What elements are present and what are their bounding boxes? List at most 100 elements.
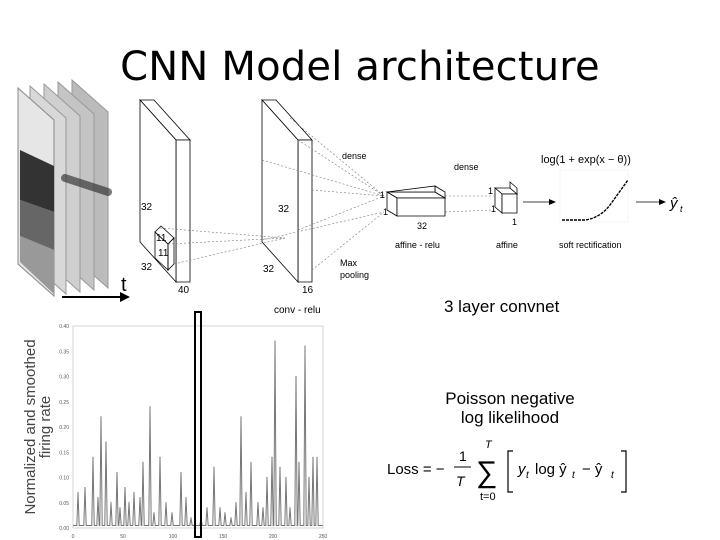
peak-point — [250, 461, 252, 463]
conv-height-label: 32 — [278, 204, 290, 215]
peak-point — [219, 507, 221, 509]
chart-y-ticks: 0.000.050.100.150.200.250.300.350.40 — [59, 324, 69, 532]
affine-label: affine — [496, 240, 518, 250]
loss-lhs: Loss = − — [387, 461, 445, 478]
peak-point — [289, 507, 291, 509]
peak-point — [139, 497, 141, 499]
peak-point — [213, 466, 215, 468]
y-tick-label: 0.30 — [59, 375, 69, 381]
dense1-units: 32 — [417, 221, 427, 231]
peak-point — [100, 416, 102, 418]
peak-point — [262, 507, 264, 509]
sum-bottom: t=0 — [480, 491, 496, 503]
peak-point — [279, 466, 281, 468]
flow-arrows — [523, 199, 666, 205]
peak-point — [149, 406, 151, 408]
peak-point — [97, 497, 99, 499]
peak-point — [92, 456, 94, 458]
peak-point — [224, 512, 226, 514]
sum-top: T — [485, 439, 493, 451]
loss-log-sub: t — [572, 470, 576, 481]
peak-point — [119, 507, 121, 509]
y-tick-label: 0.35 — [59, 349, 69, 355]
chart-axes — [72, 325, 324, 529]
loss-title-line2: log likelihood — [460, 408, 560, 427]
peak-point — [312, 456, 314, 458]
y-tick-label: 0.25 — [59, 400, 69, 406]
loss-minus: − ŷ — [582, 461, 603, 478]
peak-point — [190, 517, 192, 519]
peak-point — [271, 456, 273, 458]
peak-point — [133, 492, 135, 494]
peak-point — [266, 476, 268, 479]
peak-point — [165, 502, 167, 504]
peak-point — [124, 487, 126, 489]
dense2-units: 1 — [512, 217, 517, 227]
max-pooling-label-1: Max — [340, 258, 358, 268]
peak-point — [257, 502, 259, 504]
loss-minus-sub: t — [611, 470, 615, 481]
soft-rect-label: soft rectification — [559, 240, 622, 250]
peak-point — [116, 471, 118, 474]
kernel-label-b: 11 — [158, 248, 169, 259]
conv-depth-label: 40 — [178, 285, 190, 296]
peak-point — [274, 340, 276, 342]
input-width-label: 32 — [141, 262, 153, 273]
conv-width-label: 32 — [263, 264, 275, 275]
y-tick-label: 0.20 — [59, 425, 69, 431]
x-tick-label: 150 — [219, 534, 228, 540]
loss-title: Poisson negative log likelihood — [420, 389, 600, 427]
dense1-in-b: 1 — [383, 207, 388, 217]
input-height-label: 32 — [141, 202, 153, 213]
firing-rate-line — [73, 341, 323, 526]
chart-frame — [72, 325, 324, 529]
y-tick-label: 0.05 — [59, 501, 69, 507]
peak-point — [298, 461, 300, 463]
time-label: t — [121, 274, 127, 296]
loss-log: log ŷ — [535, 461, 567, 478]
peak-point — [230, 517, 232, 519]
output-symbol: ŷ — [669, 195, 679, 212]
peak-point — [285, 476, 287, 479]
x-tick-label: 200 — [269, 534, 278, 540]
loss-title-line1: Poisson negative — [445, 389, 575, 408]
peak-point — [295, 375, 297, 378]
peak-point — [304, 345, 306, 347]
loss-body: y — [517, 461, 527, 478]
peak-point — [84, 487, 86, 489]
peak-point — [77, 492, 79, 494]
peak-point — [159, 456, 161, 458]
conv-relu-label: conv - relu — [274, 305, 321, 316]
pool-volume — [261, 98, 313, 284]
peak-point — [240, 416, 242, 418]
dense-label-2: dense — [454, 162, 479, 172]
dense2-in-b: 1 — [491, 204, 496, 214]
dense1-in-a: 1 — [380, 190, 385, 200]
y-tick-label: 0.15 — [59, 450, 69, 456]
convnet-label: 3 layer convnet — [444, 297, 560, 316]
peak-point — [171, 512, 173, 514]
peak-point — [185, 497, 187, 499]
affine-relu-label: affine - relu — [395, 240, 440, 250]
peak-point — [235, 502, 237, 504]
output-subscript: t — [680, 204, 683, 214]
kernel-label-a: 11 — [156, 233, 167, 244]
x-tick-label: 250 — [319, 534, 328, 540]
loss-formula: Loss = − 1 T ∑ T t=0 y t log ŷ t − ŷ t — [387, 439, 627, 503]
dense-box-2 — [493, 181, 519, 214]
conv-volume — [139, 98, 191, 284]
y-tick-label: 0.10 — [59, 476, 69, 482]
chart-series — [73, 340, 323, 526]
peak-point — [142, 461, 144, 463]
pool-depth-label: 16 — [302, 285, 314, 296]
y-tick-label: 0.40 — [59, 324, 69, 330]
peak-point — [110, 502, 112, 504]
x-tick-label: 0 — [72, 534, 75, 540]
input-frames — [17, 78, 112, 298]
peak-point — [308, 476, 310, 479]
peak-point — [105, 441, 107, 443]
loss-frac-num: 1 — [459, 448, 467, 464]
peak-point — [180, 471, 182, 474]
